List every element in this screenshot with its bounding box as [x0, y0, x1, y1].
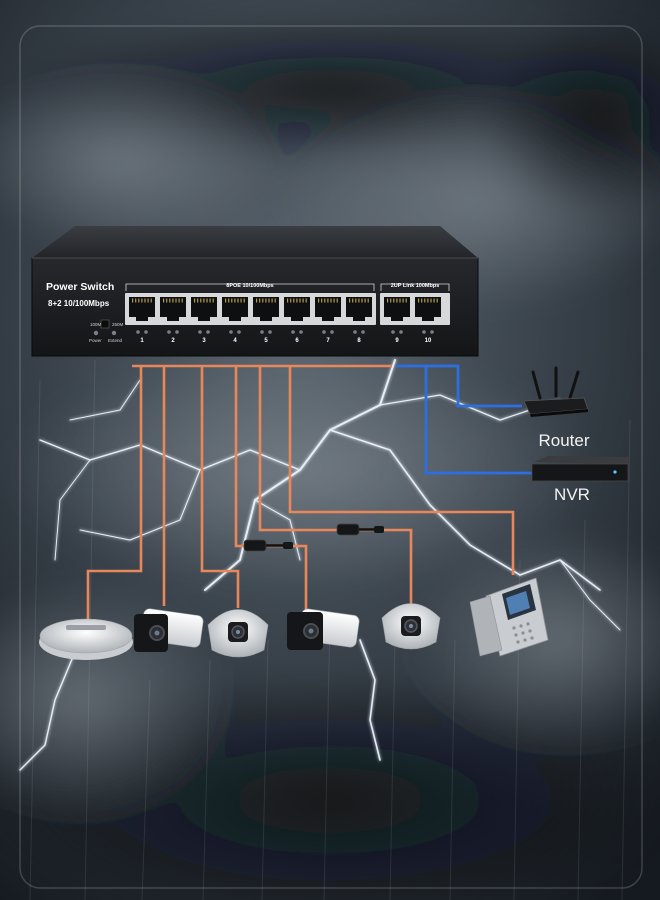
router-icon [523, 366, 589, 417]
ethernet-port-8 [346, 297, 372, 321]
ethernet-port-3 [191, 297, 217, 321]
port-led-icon [391, 330, 395, 334]
bullet-camera-icon [134, 608, 204, 652]
router-label: Router [538, 431, 589, 450]
port-led-icon [167, 330, 171, 334]
port-led-icon [430, 330, 434, 334]
port-led-icon [353, 330, 357, 334]
uplink-cables [396, 364, 532, 475]
port-number-label: 9 [395, 338, 399, 344]
port-number-label: 2 [171, 338, 175, 344]
port-led-icon [291, 330, 295, 334]
port-led-icon [361, 330, 365, 334]
port-number-label: 7 [326, 338, 330, 344]
bullet-camera-icon [287, 608, 360, 650]
poe-splitters [243, 523, 384, 552]
port-led-icon [299, 330, 303, 334]
ethernet-port-7 [315, 297, 341, 321]
nvr-label: NVR [554, 485, 590, 504]
port-led-icon [237, 330, 241, 334]
poe-cables [86, 364, 515, 622]
port-led-icon [330, 330, 334, 334]
ethernet-port-4 [222, 297, 248, 321]
extend-label: Extend [108, 338, 123, 343]
power-led-icon [93, 330, 99, 336]
port-led-icon [399, 330, 403, 334]
port-number-label: 4 [233, 338, 237, 344]
mode-toggle-switch [100, 319, 110, 329]
port-led-icon [322, 330, 326, 334]
port-led-icon [422, 330, 426, 334]
ethernet-port-5 [253, 297, 279, 321]
switch-title: Power Switch [46, 281, 114, 293]
uplink-group-label: 2UP Link 100Mbps [391, 283, 440, 289]
port-number-label: 5 [264, 338, 268, 344]
port-number-label: 10 [425, 338, 432, 344]
nvr-icon [531, 456, 630, 482]
port-led-icon [144, 330, 148, 334]
port-led-icon [206, 330, 210, 334]
ip-phone-icon [469, 577, 549, 657]
port-number-label: 8 [357, 338, 361, 344]
ethernet-port-2 [160, 297, 186, 321]
port-led-icon [175, 330, 179, 334]
access-point-icon [39, 618, 133, 660]
mode-right-label: 250M [112, 322, 124, 327]
poe-group-label: 8POE 10/100Mbps [226, 283, 273, 289]
port-led-icon [268, 330, 272, 334]
ethernet-port-10 [415, 297, 441, 321]
mode-left-label: 100M [90, 322, 102, 327]
port-led-icon [229, 330, 233, 334]
port-number-label: 3 [202, 338, 206, 344]
dome-camera-icon [381, 603, 441, 650]
port-led-icon [198, 330, 202, 334]
ethernet-port-6 [284, 297, 310, 321]
extend-led-icon [111, 330, 117, 336]
ethernet-port-9 [384, 297, 410, 321]
switch-ports: 1 2 3 4 5 6 7 8 9 10 [129, 297, 441, 344]
power-label: Power [89, 338, 102, 343]
port-number-label: 6 [295, 338, 299, 344]
switch-model: 8+2 10/100Mbps [48, 299, 110, 308]
switch-top-panel [32, 226, 478, 258]
port-led-icon [136, 330, 140, 334]
port-led-icon [260, 330, 264, 334]
ethernet-port-1 [129, 297, 155, 321]
port-number-label: 1 [140, 338, 144, 344]
card-frame [19, 25, 643, 889]
poe-port-block [125, 293, 376, 325]
dome-camera-icon [207, 609, 269, 658]
storm-clouds [0, 10, 660, 900]
